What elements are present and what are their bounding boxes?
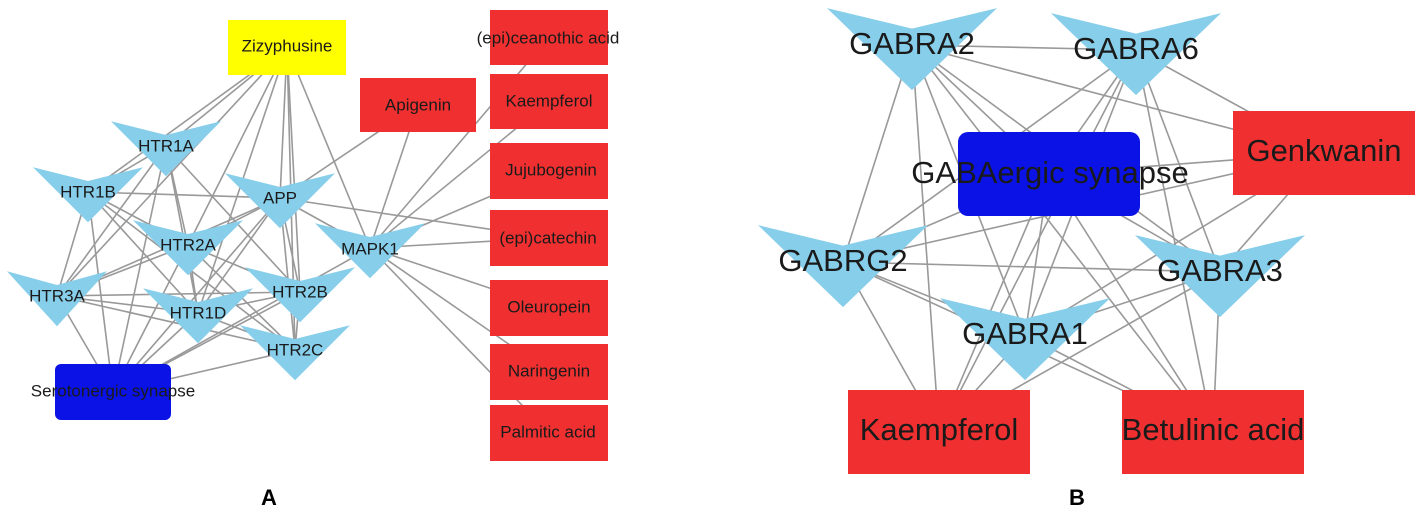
edge-epiceanothic-mapk1	[369, 36, 550, 249]
node-apigenin	[360, 78, 476, 132]
node-label-genkwanin: Genkwanin	[1246, 133, 1401, 168]
edge-htr3a-htr2c	[56, 295, 296, 351]
edge-htr1a-htr3a	[56, 145, 167, 297]
edge-gabaergic-betulinic	[1048, 173, 1214, 433]
node-kaempferol_b	[848, 390, 1030, 474]
node-serotonergic	[55, 364, 171, 420]
node-label-gabrg2: GABRG2	[778, 243, 907, 278]
edge-gabaergic-kaempferol_b	[938, 173, 1050, 433]
node-label-kaempferol_a: Kaempferol	[506, 91, 593, 110]
node-app	[225, 173, 335, 229]
node-kaempferol_a	[490, 74, 608, 129]
node-htr3a	[7, 271, 107, 327]
node-label-htr2b: HTR2B	[272, 282, 328, 301]
node-zizyphusine	[228, 20, 346, 75]
edge-palmitic-mapk1	[369, 247, 550, 434]
edge-zizyphusine-htr2b	[286, 47, 301, 293]
node-label-htr2a: HTR2A	[160, 235, 216, 254]
node-label-palmitic: Palmitic acid	[500, 422, 595, 441]
node-label-gabra3: GABRA3	[1157, 253, 1283, 288]
node-label-jujubogenin: Jujubogenin	[505, 160, 597, 179]
node-genkwanin	[1233, 111, 1415, 195]
node-label-gabra2: GABRA2	[849, 26, 975, 61]
node-gabra1	[940, 298, 1110, 381]
node-label-gabra6: GABRA6	[1073, 31, 1199, 66]
node-gabrg2	[758, 225, 928, 308]
node-label-htr2c: HTR2C	[267, 340, 324, 359]
panel-b-nodes	[758, 8, 1415, 474]
edge-gabrg2-gabra3	[842, 261, 1221, 273]
edge-htr1b-app	[87, 191, 281, 199]
node-htr2a	[133, 220, 243, 276]
node-label-app: APP	[263, 188, 297, 207]
node-htr2c	[240, 325, 350, 381]
node-label-gabaergic: GABAergic synapse	[911, 155, 1188, 190]
node-label-htr1a: HTR1A	[138, 136, 194, 155]
node-gabra6	[1051, 13, 1221, 96]
node-label-mapk1: MAPK1	[341, 239, 399, 258]
node-gabaergic	[958, 132, 1140, 216]
node-epicatechin	[490, 210, 608, 266]
node-label-zizyphusine: Zizyphusine	[242, 36, 333, 55]
edge-gabra2-kaempferol_b	[911, 44, 940, 433]
node-naringenin	[490, 344, 608, 400]
node-label-htr3a: HTR3A	[29, 286, 85, 305]
edge-gabra2-gabrg2	[842, 44, 913, 263]
node-label-serotonergic: Serotonergic synapse	[31, 381, 195, 400]
node-palmitic	[490, 405, 608, 461]
node-jujubogenin	[490, 143, 608, 199]
edge-app-serotonergic	[112, 197, 281, 393]
edge-htr1b-serotonergic	[87, 191, 114, 393]
node-label-oleuropein: Oleuropein	[507, 297, 590, 316]
edge-htr1a-htr1d	[165, 145, 199, 314]
node-label-htr1d: HTR1D	[170, 303, 227, 322]
node-betulinic	[1122, 390, 1304, 474]
panel-b-label: B	[1069, 485, 1085, 510]
node-gabra2	[827, 8, 997, 91]
node-label-htr1b: HTR1B	[60, 182, 116, 201]
edge-zizyphusine-mapk1	[286, 47, 371, 249]
edge-zizyphusine-htr2a	[187, 47, 288, 246]
node-oleuropein	[490, 280, 608, 336]
node-label-kaempferol_b: Kaempferol	[860, 412, 1019, 447]
node-label-epicatechin: (epi)catechin	[499, 228, 596, 247]
node-label-apigenin: Apigenin	[385, 95, 451, 114]
edge-htr1b-htr1d	[87, 191, 199, 314]
node-label-betulinic: Betulinic acid	[1122, 412, 1305, 447]
node-label-gabra1: GABRA1	[962, 316, 1088, 351]
panel-a-nodes	[7, 10, 608, 461]
node-htr2b	[245, 267, 355, 323]
edge-htr3a-htr2b	[56, 291, 301, 297]
panel-a-label: A	[261, 485, 277, 510]
edge-gabra6-betulinic	[1135, 49, 1214, 433]
node-epiceanothic	[490, 10, 608, 65]
edge-gabra6-gabra3	[1135, 49, 1221, 273]
node-htr1a	[111, 121, 221, 177]
panel-b-edges	[842, 44, 1325, 433]
node-mapk1	[315, 223, 425, 279]
node-gabra3	[1135, 235, 1305, 318]
node-htr1d	[143, 288, 253, 344]
edge-gabra6-kaempferol_b	[938, 49, 1137, 433]
edge-htr1a-serotonergic	[112, 145, 167, 393]
node-label-naringenin: Naringenin	[508, 361, 590, 380]
node-label-epiceanothic: (epi)ceanothic acid	[477, 28, 620, 47]
node-htr1b	[33, 167, 143, 223]
